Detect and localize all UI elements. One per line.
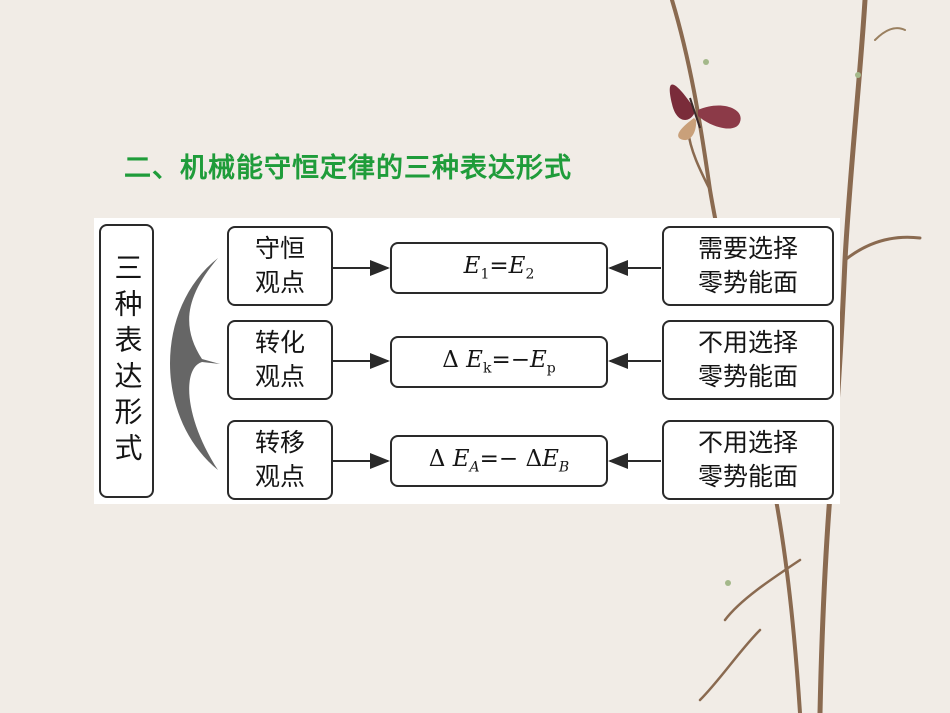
- viewpoint-label-line2: 观点: [254, 268, 305, 297]
- reference-note-box-1: 需要选择 零势能面: [662, 226, 834, 306]
- viewpoint-label-line1: 守恒: [254, 234, 305, 263]
- viewpoint-label-line1: 转化: [254, 328, 305, 357]
- slide-title: 二、机械能守恒定律的三种表达形式: [124, 153, 572, 184]
- viewpoint-label-line1: 转移: [254, 428, 305, 457]
- reference-note-line2: 零势能面: [697, 268, 798, 297]
- connector-layer: [170, 258, 661, 470]
- formula-box-conservation: E1=E2: [390, 242, 608, 294]
- viewpoint-label-line2: 观点: [254, 462, 305, 491]
- reference-note-box-3: 不用选择 零势能面: [662, 420, 834, 500]
- reference-note-line1: 需要选择: [697, 234, 798, 263]
- expression-forms-diagram: 三种表达形式 守恒 观点 E1=E2 需要选择 零势能面 转化: [94, 218, 840, 504]
- reference-note-line2: 零势能面: [697, 462, 798, 491]
- reference-note-line2: 零势能面: [697, 362, 798, 391]
- reference-note-line1: 不用选择: [697, 328, 798, 357]
- formula: Δ Ek=−Ep: [442, 347, 556, 377]
- group-label-box: 三种表达形式: [99, 224, 154, 498]
- butterfly-illustration: [669, 84, 741, 141]
- brace-bracket: [170, 258, 220, 470]
- formula: Δ EA=− ΔEB: [428, 446, 570, 476]
- formula-box-transformation: Δ Ek=−Ep: [390, 336, 608, 388]
- reference-note-line1: 不用选择: [697, 428, 798, 457]
- group-label: 三种表达形式: [110, 253, 144, 469]
- formula-box-transfer: Δ EA=− ΔEB: [390, 435, 608, 487]
- viewpoint-box-transfer: 转移 观点: [227, 420, 333, 500]
- viewpoint-box-conservation: 守恒 观点: [227, 226, 333, 306]
- formula: E1=E2: [463, 253, 535, 283]
- viewpoint-box-transformation: 转化 观点: [227, 320, 333, 400]
- reference-note-box-2: 不用选择 零势能面: [662, 320, 834, 400]
- viewpoint-label-line2: 观点: [254, 362, 305, 391]
